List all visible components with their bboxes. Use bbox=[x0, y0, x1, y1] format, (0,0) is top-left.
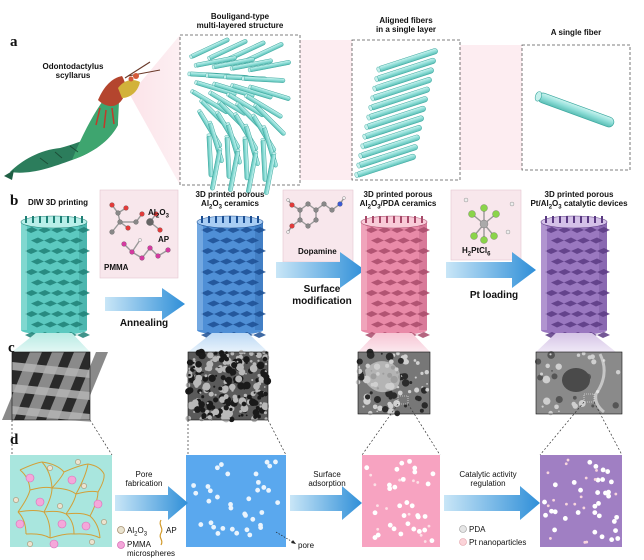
sem-image-3 bbox=[355, 348, 431, 417]
step-annealing: Annealing bbox=[119, 318, 169, 329]
bouligand-box bbox=[179, 34, 301, 186]
legend-al2o3: Al2O3 bbox=[127, 526, 148, 538]
single-fiber-box bbox=[521, 44, 631, 171]
legend-pt-marker bbox=[459, 538, 467, 546]
panel-label-d: d bbox=[10, 432, 19, 448]
single-fiber bbox=[534, 91, 615, 128]
legend-pda: PDA bbox=[469, 525, 486, 534]
legend-pmma-marker bbox=[117, 541, 125, 549]
single-fiber-label: A single fiber bbox=[550, 28, 602, 37]
panel-label-c: c bbox=[8, 340, 15, 356]
title-diw: DIW 3D printing bbox=[28, 198, 88, 207]
surface-modification-arrow bbox=[276, 252, 365, 288]
square-purple bbox=[540, 455, 622, 547]
pore-fabrication-arrow bbox=[115, 486, 188, 520]
chem-ap: AP bbox=[158, 235, 170, 244]
legend-pore: pore bbox=[298, 541, 315, 550]
panel-label-a: a bbox=[10, 34, 18, 50]
annealing-arrow bbox=[105, 288, 185, 320]
chem-al2o3: Al2O3 bbox=[148, 208, 169, 220]
aligned-fibers bbox=[354, 48, 438, 179]
printed-cylinder-teal bbox=[20, 215, 90, 338]
bouligand-fibers bbox=[187, 37, 291, 195]
sem-image-2 bbox=[185, 348, 272, 423]
h2ptcl6-molecule bbox=[463, 197, 515, 244]
row-c bbox=[2, 333, 623, 456]
legend-ap: AP bbox=[166, 526, 177, 535]
pmma-molecule bbox=[109, 202, 171, 261]
legend-pda-marker bbox=[459, 525, 467, 533]
printed-cylinder-purple bbox=[540, 215, 610, 338]
printed-cylinder-pink bbox=[360, 215, 430, 338]
sem-image-1 bbox=[2, 351, 108, 422]
mantis-shrimp-illustration bbox=[4, 61, 161, 180]
pore-dots bbox=[191, 458, 621, 544]
chem-h2ptcl6: H2PtCl6 bbox=[462, 246, 491, 258]
zoom-fan bbox=[130, 35, 180, 185]
chem-pmma: PMMA bbox=[104, 263, 129, 272]
dopamine-molecule bbox=[286, 196, 346, 234]
zoom-fan bbox=[300, 40, 352, 180]
pmma-network bbox=[13, 459, 107, 549]
step-pt-loading: Pt loading bbox=[469, 290, 519, 301]
chem-dopamine: Dopamine bbox=[298, 247, 337, 256]
catalytic-regulation-arrow bbox=[444, 486, 540, 520]
aligned-box bbox=[351, 39, 461, 181]
row-b bbox=[20, 189, 610, 338]
legend-ap-marker bbox=[159, 519, 163, 546]
legend-al2o3-marker bbox=[117, 526, 125, 534]
pt-loading-arrow bbox=[446, 252, 536, 288]
zoom-fan bbox=[460, 45, 522, 170]
printed-cylinder-blue bbox=[196, 215, 266, 338]
legend-pt: Pt nanoparticles bbox=[469, 538, 527, 547]
row-d bbox=[10, 455, 622, 549]
surface-adsorption-arrow bbox=[290, 486, 362, 520]
sem-image-4 bbox=[535, 351, 623, 416]
row-a bbox=[4, 34, 631, 195]
panel-label-b: b bbox=[10, 193, 19, 209]
